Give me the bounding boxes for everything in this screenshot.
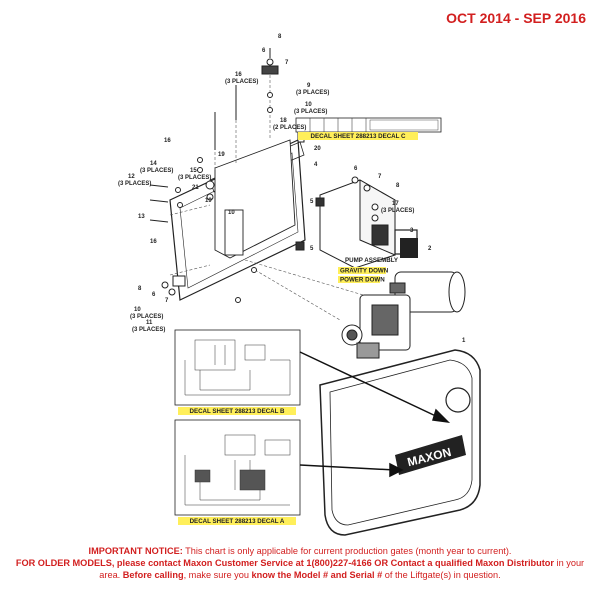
callout-18: 18	[280, 118, 287, 124]
callout-6b: 6	[354, 166, 358, 172]
date-range-header: OCT 2014 - SEP 2016	[446, 10, 586, 26]
callout-5b: 5	[310, 246, 314, 252]
notice-know: know the Model # and Serial #	[251, 570, 383, 580]
callout-3: 3	[410, 228, 414, 234]
notice-line1: This chart is only applicable for curren…	[185, 546, 512, 556]
power-down-label: POWER DOWN	[340, 277, 385, 284]
callout-21: 21	[192, 185, 199, 191]
callout-12: 12	[128, 174, 135, 180]
callout-4: 4	[314, 162, 318, 168]
callout-16a-places: (3 PLACES)	[225, 79, 258, 85]
pump-assembly	[341, 271, 466, 359]
callout-6c: 6	[152, 292, 156, 298]
gravity-down-label: GRAVITY DOWN	[340, 268, 389, 275]
callout-5a: 5	[310, 199, 314, 205]
decal-b-label: DECAL SHEET 288213 DECAL B	[189, 408, 285, 415]
callout-19a: 19	[218, 152, 225, 158]
callouts: 1 2 3 4 5 5 6 6 6 7 7 7 8 8 8 9 (3 PLACE…	[118, 34, 466, 344]
important-notice: IMPORTANT NOTICE: This chart is only app…	[10, 545, 590, 581]
callout-11-places: (3 PLACES)	[132, 327, 165, 333]
callout-10a: 10	[305, 102, 312, 108]
hardware	[149, 48, 379, 303]
pump-cover	[319, 349, 481, 536]
backplate	[214, 139, 296, 259]
cover-plate	[400, 238, 418, 258]
decal-b-panel	[174, 329, 301, 406]
notice-line2-tail: of the Liftgate(s) in question.	[382, 570, 501, 580]
callout-9: 9	[307, 83, 311, 89]
notice-before-calling: Before calling	[122, 570, 184, 580]
callout-9-places: (3 PLACES)	[296, 90, 329, 96]
decal-a-panel	[174, 419, 301, 516]
callout-16c: 16	[150, 239, 157, 245]
callout-7a: 7	[285, 60, 289, 66]
callout-8c: 8	[138, 286, 142, 292]
callout-10a-places: (3 PLACES)	[294, 109, 327, 115]
callout-17-places: (3 PLACES)	[381, 208, 414, 214]
bracket	[319, 179, 396, 269]
callout-8b: 8	[396, 183, 400, 189]
callout-10c: 10	[134, 307, 141, 313]
notice-line2-end: , make sure you	[183, 570, 252, 580]
callout-10b: 10	[228, 210, 235, 216]
callout-14-places: (3 PLACES)	[140, 168, 173, 174]
parts-exploded-diagram: DECAL SHEET 288213 DECAL C PUMP ASSEMBLY…	[118, 34, 481, 536]
callout-1: 1	[462, 338, 466, 344]
notice-line2-mid: in your area.	[99, 558, 585, 580]
callout-13: 13	[138, 214, 145, 220]
callout-19b: 19	[205, 198, 212, 204]
callout-15-places: (3 PLACES)	[178, 175, 211, 181]
callout-2: 2	[428, 246, 432, 252]
callout-7c: 7	[165, 298, 169, 304]
callout-12-places: (3 PLACES)	[118, 181, 151, 187]
notice-lead: IMPORTANT NOTICE:	[88, 546, 183, 556]
pump-assembly-label: PUMP ASSEMBLY	[345, 257, 399, 264]
decal-a-label: DECAL SHEET 288213 DECAL A	[190, 518, 285, 525]
callout-14: 14	[150, 161, 157, 167]
callout-6a: 6	[262, 48, 266, 54]
callout-10c-places: (3 PLACES)	[130, 314, 163, 320]
arrows	[299, 351, 451, 478]
decal-c-label: DECAL SHEET 288213 DECAL C	[310, 133, 406, 140]
callout-17: 17	[392, 201, 399, 207]
callout-16b: 16	[164, 138, 171, 144]
callout-16a: 16	[235, 72, 242, 78]
decal-c-sheet	[295, 117, 442, 133]
callout-18-places: (2 PLACES)	[273, 125, 306, 131]
callout-11: 11	[146, 320, 153, 326]
callout-8a: 8	[278, 34, 282, 40]
notice-older-models: FOR OLDER MODELS, please contact Maxon C…	[15, 558, 554, 568]
callout-15: 15	[190, 168, 197, 174]
callout-7b: 7	[378, 174, 382, 180]
callout-20: 20	[314, 146, 321, 152]
